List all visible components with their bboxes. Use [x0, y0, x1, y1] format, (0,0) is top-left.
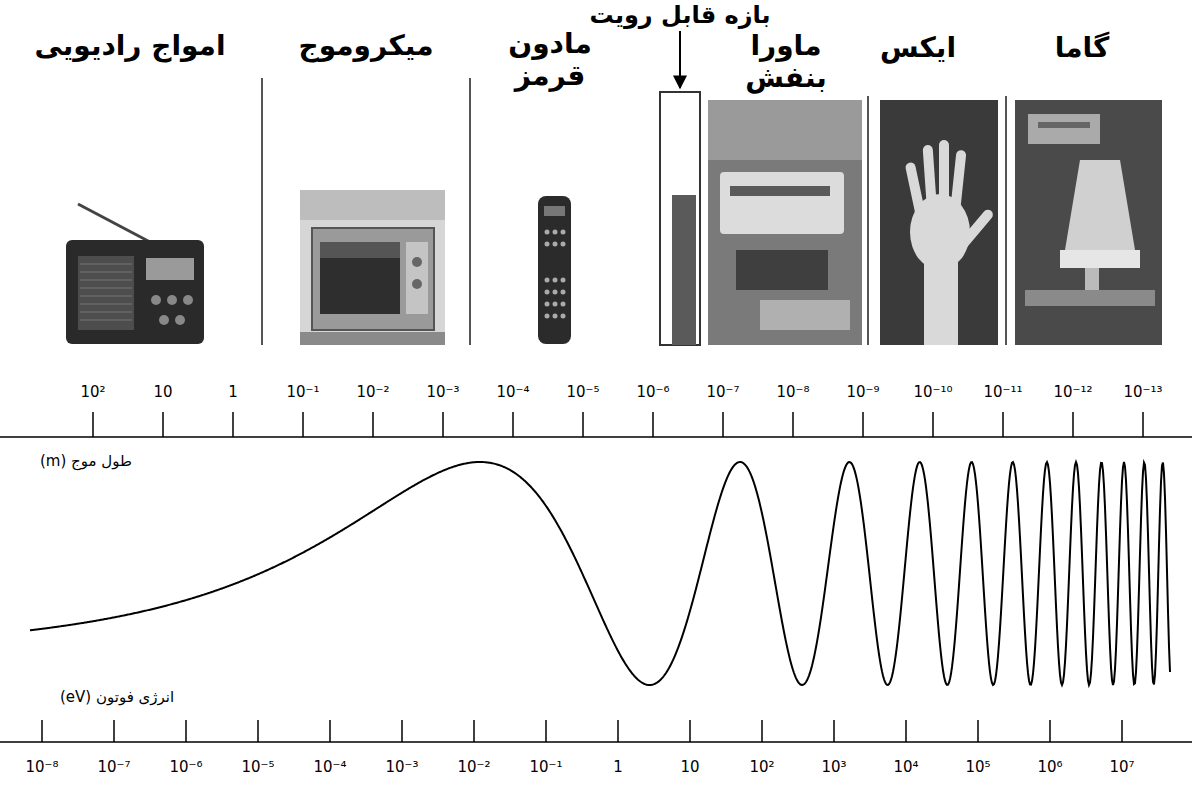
wavelength-tick [792, 412, 794, 437]
energy-tick [329, 720, 331, 742]
band-name: بازه قابل رویت [589, 2, 770, 28]
energy-tick [833, 720, 835, 742]
energy-tick [905, 720, 907, 742]
energy-tick [1121, 720, 1123, 742]
tick-label: 10⁻³ [385, 758, 418, 776]
tick-label: 10⁴ [893, 758, 918, 776]
tick-label: 10⁵ [965, 758, 990, 776]
tick-label: 10⁻⁸ [25, 758, 58, 776]
wavelength-tick [372, 412, 374, 437]
tick-label: 1 [228, 383, 238, 401]
tick-label: 10⁻² [356, 383, 389, 401]
energy-tick [761, 720, 763, 742]
wavelength-tick [582, 412, 584, 437]
energy-tick [617, 720, 619, 742]
tick-label: 10⁻¹ [286, 383, 319, 401]
tick-label: 1 [613, 758, 623, 776]
remote-control-picture [538, 196, 571, 344]
spectrum-panel: بازه قابل رویت [660, 92, 700, 345]
tick-label: 10 [153, 383, 172, 401]
energy-tick [1049, 720, 1051, 742]
energy-tick [401, 720, 403, 742]
tick-label: 10⁻⁵ [241, 758, 274, 776]
wavelength-axis [0, 436, 1192, 438]
axis-title: طول موج (m) [40, 452, 132, 470]
band-name: ایکس [880, 32, 956, 64]
energy-tick [113, 720, 115, 742]
energy-tick [689, 720, 691, 742]
tick-label: 10⁻¹² [1053, 383, 1092, 401]
tick-label: 10⁶ [1037, 758, 1062, 776]
tick-label: 10⁻² [457, 758, 490, 776]
tick-label: 10⁻¹ [529, 758, 562, 776]
spectrum-panel: مادون قرمز [535, 195, 572, 345]
tick-label: 10⁻¹⁰ [913, 383, 952, 401]
tick-label: 10⁻⁴ [313, 758, 346, 776]
tick-label: 10⁻¹³ [1123, 383, 1162, 401]
spectrum-panel: ماورا بنفش [708, 100, 862, 345]
tick-label: 10⁻¹¹ [983, 383, 1022, 401]
tick-label: 10 [680, 758, 699, 776]
energy-tick [185, 720, 187, 742]
gamma-machine-picture [1015, 100, 1162, 345]
energy-axis [0, 741, 1192, 743]
energy-tick [473, 720, 475, 742]
wavelength-tick [302, 412, 304, 437]
ultraviolet-picture [708, 100, 862, 345]
tick-label: 10³ [821, 758, 846, 776]
energy-tick [41, 720, 43, 742]
tick-label: 10⁻⁷ [706, 383, 739, 401]
band-name: ماورا بنفش [736, 30, 836, 94]
spectrum-panel: میکروموج [300, 190, 445, 345]
energy-tick [977, 720, 979, 742]
wavelength-tick [232, 412, 234, 437]
tick-label: 10⁻⁷ [97, 758, 130, 776]
axis-title: انرژی فوتون (eV) [60, 688, 174, 706]
wavelength-tick [932, 412, 934, 437]
wavelength-tick [862, 412, 864, 437]
axis-lines [0, 412, 1192, 742]
radio-picture [66, 204, 204, 344]
tick-label: 10⁷ [1109, 758, 1134, 776]
band-separators [262, 78, 1006, 345]
band-name: گاما [1055, 32, 1110, 64]
tick-label: 10⁻⁹ [846, 383, 879, 401]
spectrum-panel: ایکس [880, 100, 998, 345]
tick-label: 10² [80, 383, 105, 401]
tick-label: 10⁻⁵ [566, 383, 599, 401]
energy-tick [545, 720, 547, 742]
xray-hand-picture [880, 100, 998, 345]
tick-label: 10⁻⁶ [169, 758, 202, 776]
band-name: مادون قرمز [500, 28, 600, 92]
wave-curve [30, 462, 1170, 685]
wavelength-tick [652, 412, 654, 437]
microwave-picture [300, 190, 445, 345]
wavelength-tick [92, 412, 94, 437]
wavelength-tick [442, 412, 444, 437]
tick-label: 10⁻⁴ [496, 383, 529, 401]
visible-pointer-arrow [679, 31, 681, 88]
wavelength-tick [1072, 412, 1074, 437]
tick-label: 10⁻⁸ [776, 383, 809, 401]
visible-band-strip [660, 92, 700, 345]
wavelength-tick [1002, 412, 1004, 437]
tick-label: 10⁻³ [426, 383, 459, 401]
wavelength-tick [162, 412, 164, 437]
energy-tick [257, 720, 259, 742]
wavelength-tick [1142, 412, 1144, 437]
wavelength-tick [722, 412, 724, 437]
wavelength-tick [512, 412, 514, 437]
tick-label: 10⁻⁶ [636, 383, 669, 401]
band-name: میکروموج [299, 30, 434, 62]
band-name: امواج رادیویی [34, 30, 225, 62]
spectrum-panel: امواج رادیویی [60, 190, 210, 345]
spectrum-panel: گاما [1015, 100, 1162, 345]
tick-label: 10² [749, 758, 774, 776]
